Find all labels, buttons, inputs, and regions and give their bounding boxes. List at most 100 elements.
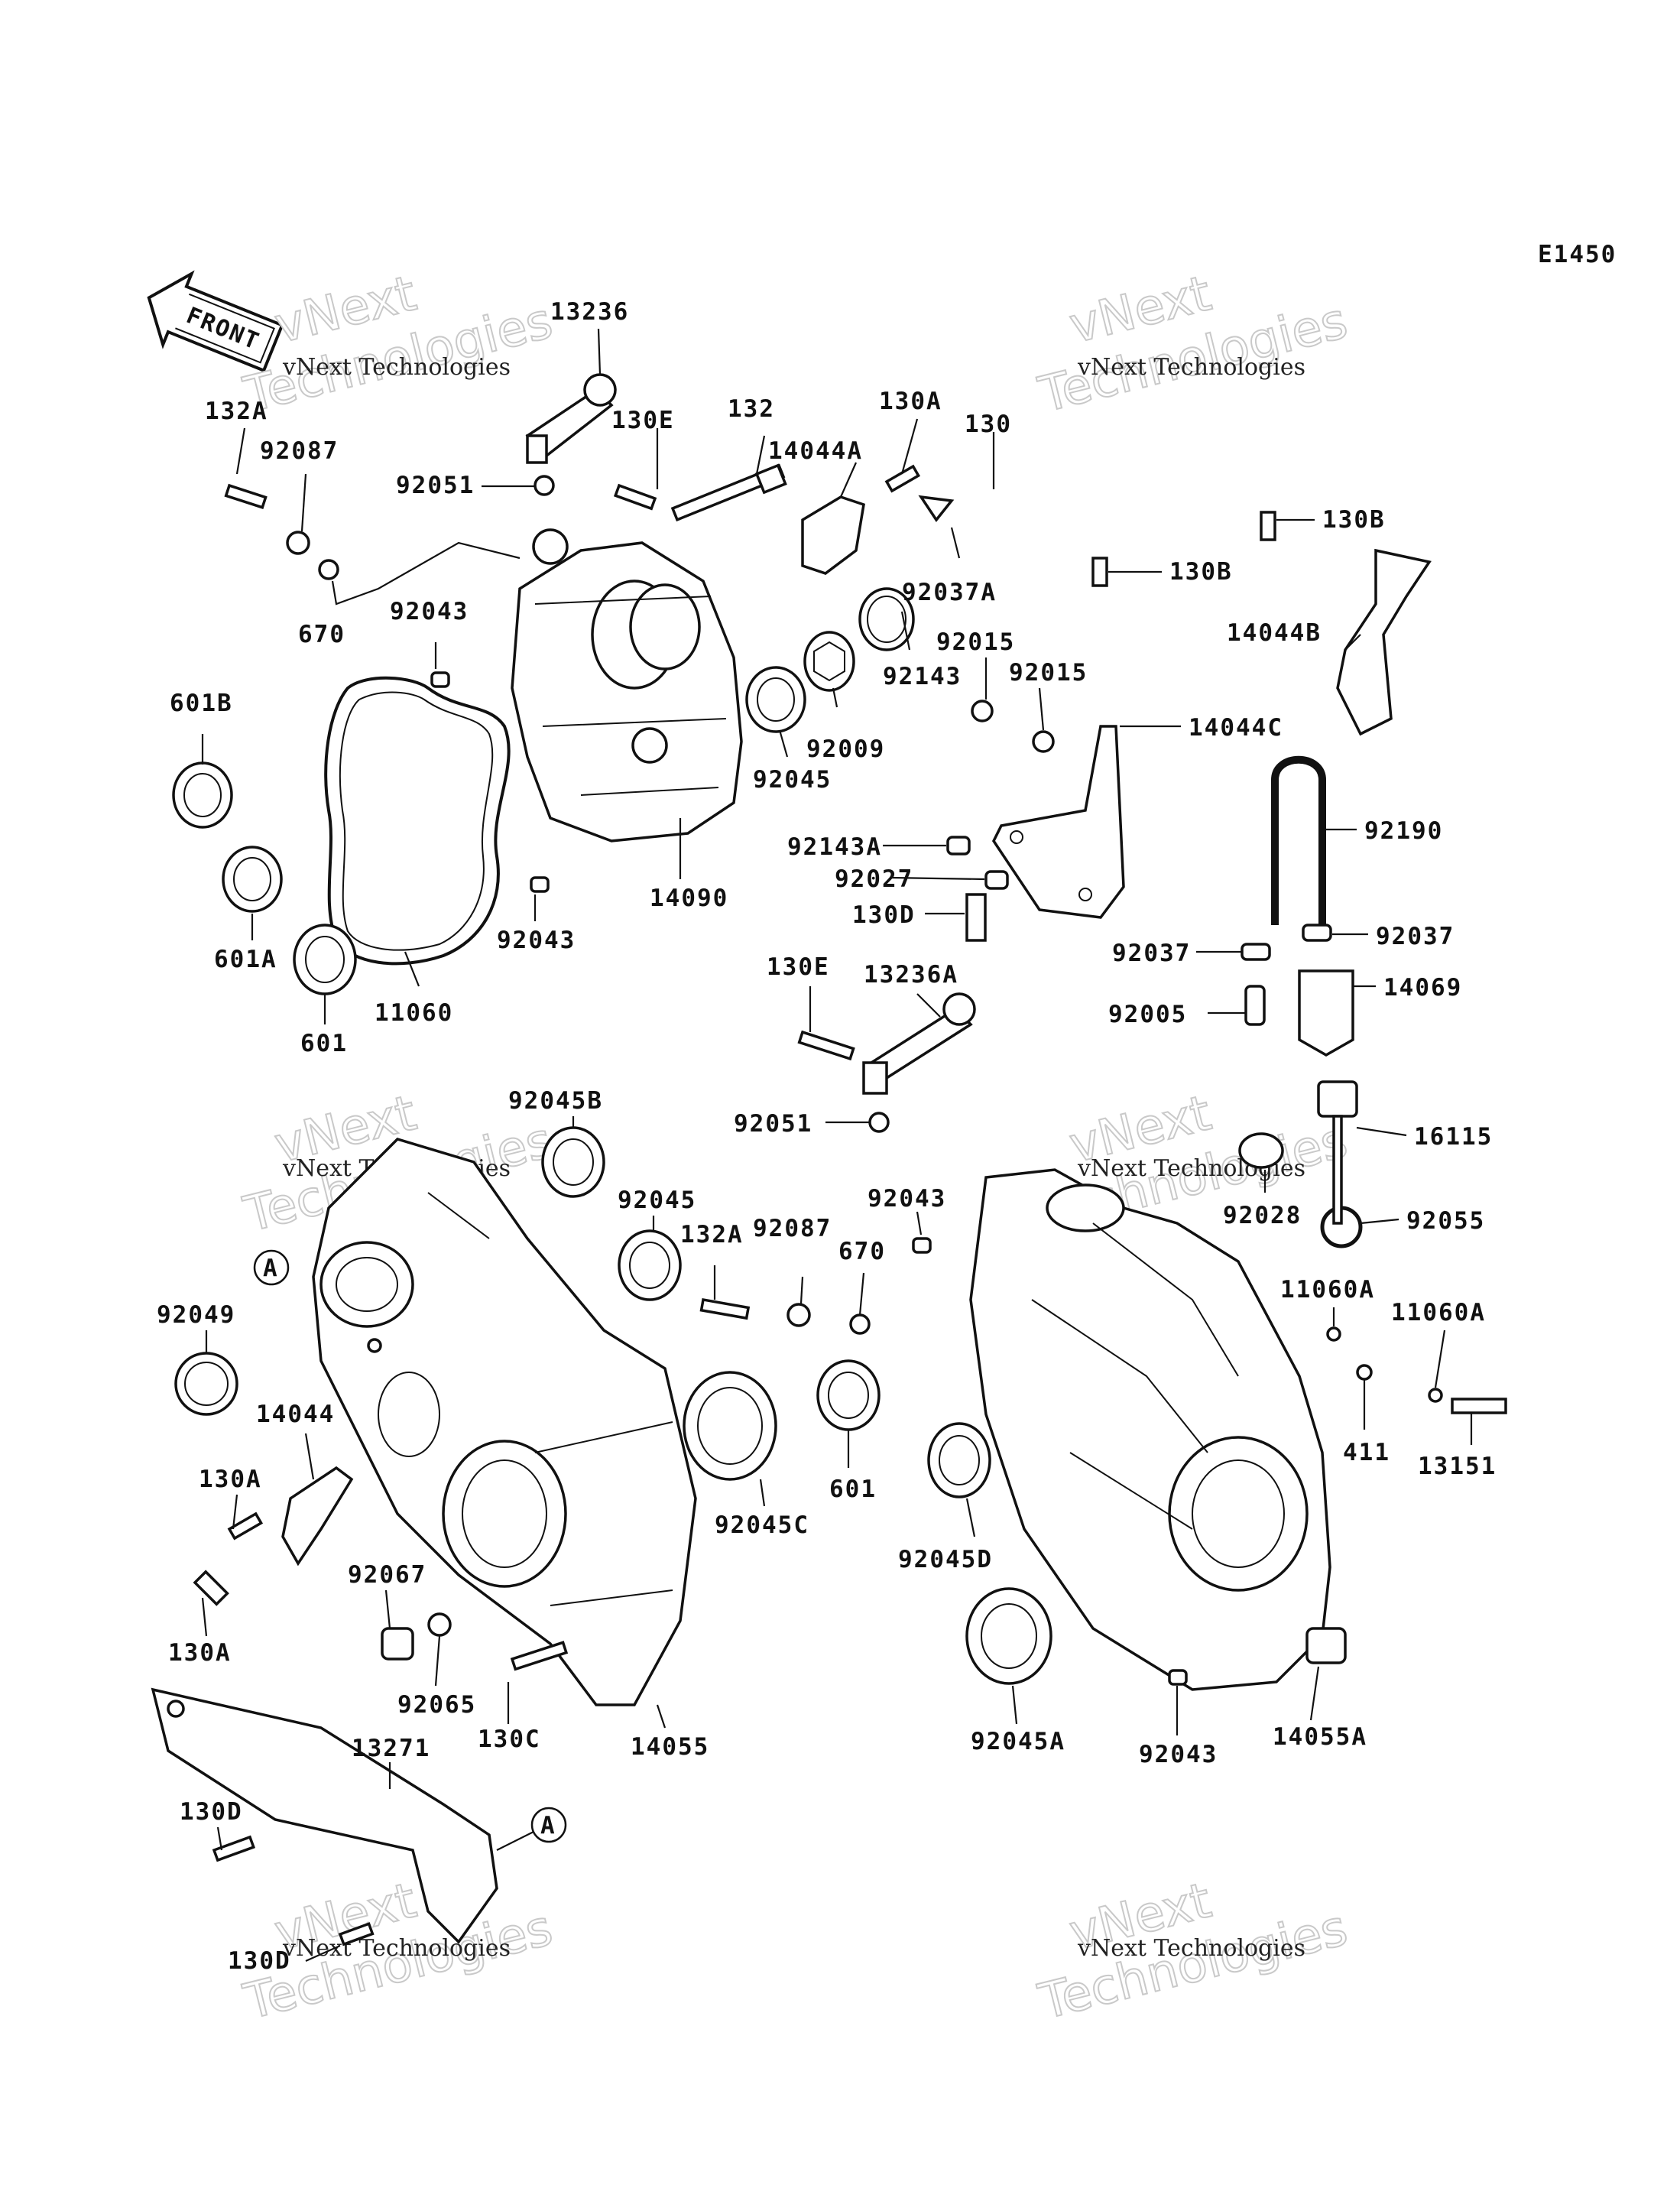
nut-92015-2 <box>1032 730 1055 753</box>
part-label: 601 <box>300 1030 348 1057</box>
bearing-601B <box>172 761 233 829</box>
part-label: 92190 <box>1364 817 1443 845</box>
part-label: 92045B <box>508 1087 603 1115</box>
gasket-11060 <box>324 676 511 966</box>
washer-92065 <box>427 1612 452 1637</box>
bolt-130A-left <box>227 1511 264 1541</box>
part-label: 92045 <box>618 1187 696 1214</box>
part-label: 13151 <box>1418 1453 1497 1480</box>
bolt-132A <box>224 483 268 509</box>
part-label: 14044C <box>1189 714 1283 742</box>
fitting-92005 <box>1244 985 1266 1026</box>
bracket-14044B <box>1336 548 1432 736</box>
bolt-130D-bot <box>338 1922 375 1946</box>
part-label: 14044 <box>256 1401 335 1428</box>
part-label: 14090 <box>650 885 728 912</box>
bracket-14044A <box>801 495 865 575</box>
part-label: 16115 <box>1414 1123 1493 1151</box>
part-label: 92143 <box>883 663 962 690</box>
bracket-14044C <box>991 725 1125 919</box>
part-label: 92051 <box>396 472 475 499</box>
crankcase-14055 <box>312 1138 697 1706</box>
part-label: 130A <box>199 1466 262 1493</box>
oring-670-top <box>318 559 339 580</box>
diagram-code: E1450 <box>1538 241 1617 268</box>
ref-marker-a-2: A <box>530 1807 567 1843</box>
part-label: 132 <box>728 395 775 423</box>
svg-text:A: A <box>540 1812 556 1839</box>
pin-92027 <box>984 870 1009 890</box>
part-label: 92027 <box>835 865 913 893</box>
part-label: 92087 <box>753 1215 832 1242</box>
part-label: 92009 <box>806 735 885 763</box>
part-label: 92005 <box>1108 1001 1187 1028</box>
leader-lines <box>201 328 1473 1963</box>
pin-92043-c <box>912 1237 932 1254</box>
part-label: 130 <box>965 411 1012 438</box>
part-label: 670 <box>298 621 345 648</box>
part-label: 11060 <box>375 999 453 1027</box>
bolt-130D-mid <box>965 893 987 942</box>
svg-text:vNext Technologies: vNext Technologies <box>1077 1935 1305 1962</box>
part-label: 130E <box>767 953 830 981</box>
pin-92043-mid <box>530 876 550 893</box>
svg-text:vNext Technologies: vNext Technologies <box>1077 354 1305 381</box>
front-arrow-icon: FRONT <box>147 270 284 373</box>
part-label: 92045A <box>971 1728 1065 1755</box>
part-label: 411 <box>1343 1439 1390 1466</box>
bearing-92045-top <box>745 666 806 733</box>
part-label: 130A <box>168 1639 232 1667</box>
part-label: 14069 <box>1383 974 1462 1002</box>
part-label: 92067 <box>348 1561 426 1589</box>
clip-11060A-2 <box>1428 1388 1443 1403</box>
part-label: 92045 <box>753 766 832 794</box>
part-label: 92043 <box>497 927 576 954</box>
part-label: 132A <box>205 398 268 425</box>
clamp-92037-1 <box>1241 943 1271 961</box>
dipstick-16115 <box>1317 1080 1358 1225</box>
bolt-130A-low <box>193 1570 229 1606</box>
lever-13236A <box>862 992 976 1095</box>
part-label: 130D <box>180 1798 243 1826</box>
part-label: 13236A <box>864 961 958 989</box>
clip-11060A-1 <box>1326 1326 1341 1342</box>
ref-marker-a-1: A <box>253 1249 290 1286</box>
svg-text:vNext Technologies: vNext Technologies <box>282 1935 511 1962</box>
hose-92190 <box>1271 755 1326 925</box>
seal-92028 <box>1238 1132 1284 1169</box>
part-label: 92015 <box>936 628 1015 656</box>
part-label: 130D <box>852 901 916 929</box>
part-label: 130C <box>478 1726 541 1753</box>
washer-411 <box>1356 1364 1373 1381</box>
plug-92067 <box>381 1627 414 1661</box>
part-label: 92043 <box>1139 1741 1218 1768</box>
bearing-92045A <box>965 1587 1052 1685</box>
nut-92015-1 <box>971 700 994 722</box>
part-label: 14055A <box>1273 1723 1367 1751</box>
bolt-130C <box>510 1641 569 1671</box>
part-label: 670 <box>838 1238 886 1265</box>
svg-text:vNext Technologies: vNext Technologies <box>282 354 511 381</box>
washer-92087-mid <box>786 1303 811 1327</box>
clamp-92037-2 <box>1302 924 1332 942</box>
part-label: 92037A <box>902 579 997 606</box>
part-label: 92043 <box>868 1185 946 1213</box>
part-label: 13236 <box>550 298 629 326</box>
bolt-130B-1 <box>1260 511 1276 541</box>
pin-92043-low <box>1168 1669 1188 1686</box>
bolt-130A <box>884 464 921 493</box>
bearing-601-mid <box>816 1359 881 1431</box>
bearing-92045B <box>541 1126 605 1198</box>
part-label: 130B <box>1322 506 1386 534</box>
part-label: 92055 <box>1406 1207 1485 1235</box>
part-label: 92037 <box>1112 940 1191 967</box>
bolt-130B-2 <box>1091 557 1108 587</box>
bolt-130E-top <box>613 483 657 511</box>
part-label: 14044B <box>1227 619 1322 647</box>
part-label: 92049 <box>157 1301 235 1329</box>
part-label: 11060A <box>1280 1276 1375 1304</box>
bearing-92045-mid <box>618 1229 682 1301</box>
breather-14069 <box>1298 969 1354 1057</box>
part-label: 601 <box>829 1476 877 1503</box>
